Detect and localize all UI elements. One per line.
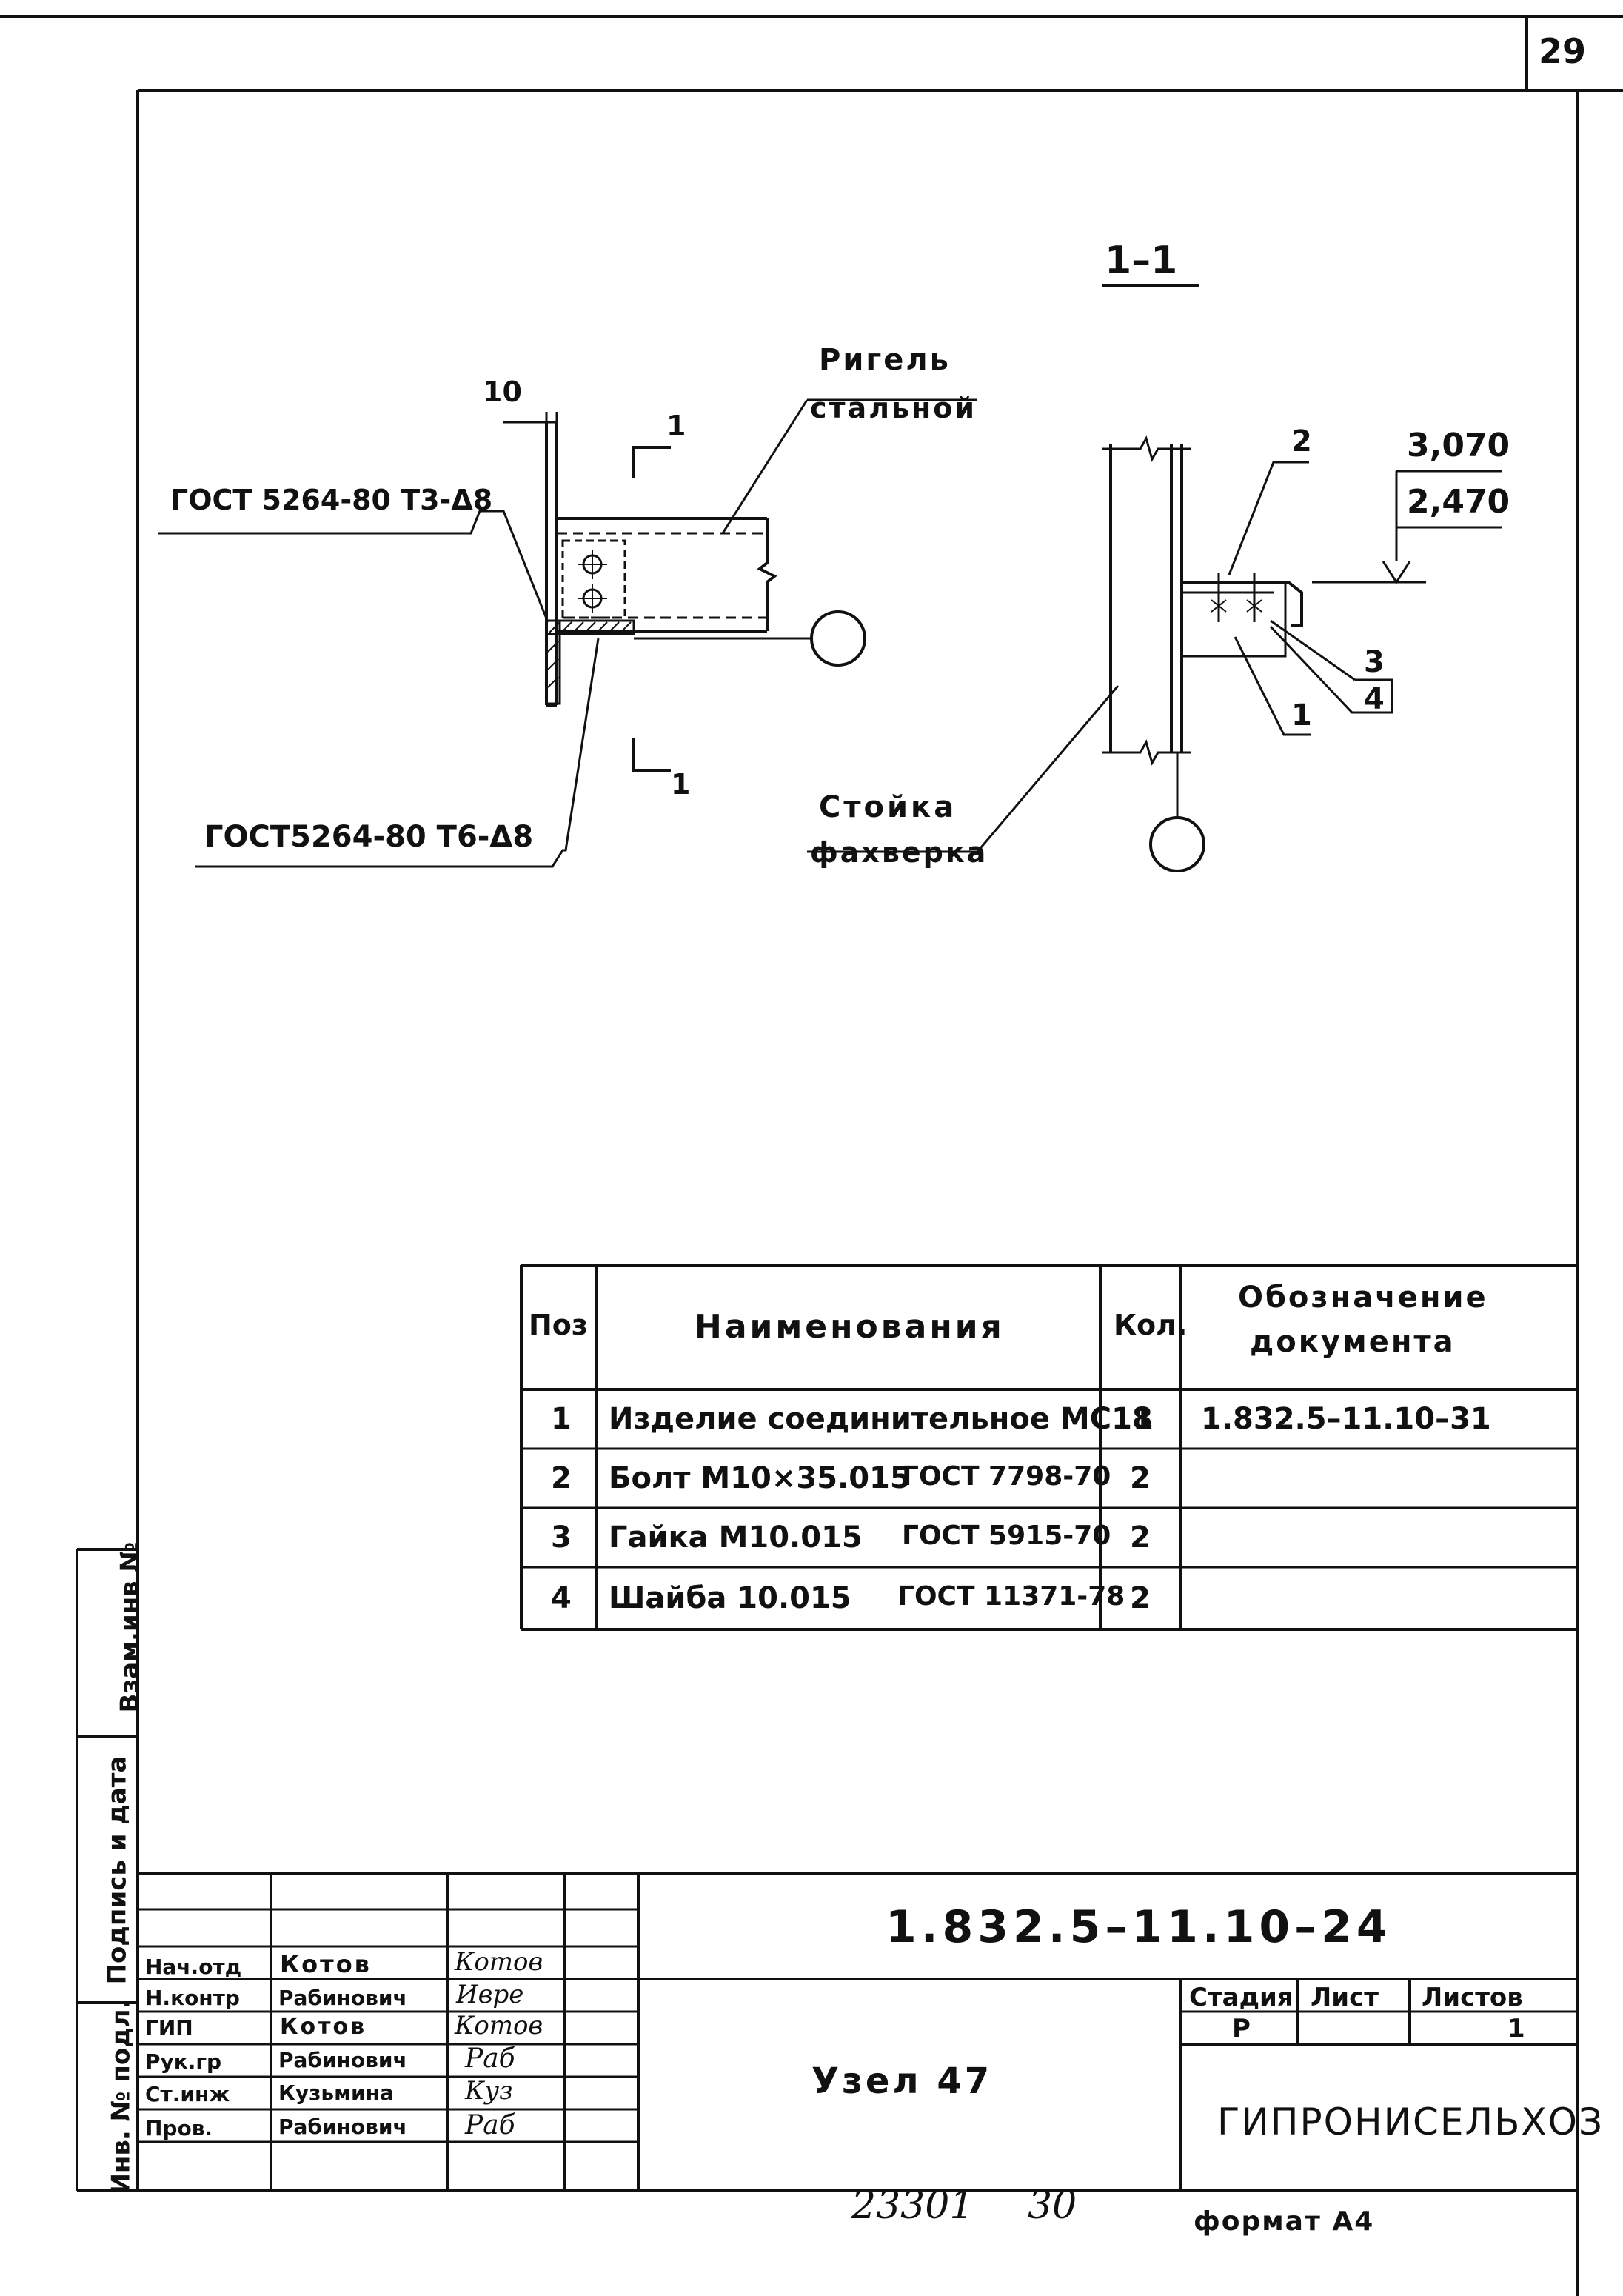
sign-st-inzh: Куз [465, 2076, 513, 2106]
side-stamp-inv: Инв. № подл. [106, 1999, 136, 2195]
spec-row-3-pos: 3 [551, 1521, 572, 1555]
spec-row-4-qty: 2 [1130, 1581, 1151, 1615]
section-mark-bottom: 1 [671, 768, 691, 801]
spec-row-2-qty: 2 [1130, 1461, 1151, 1495]
name-n-kontr: Рабинович [278, 1986, 407, 2010]
name-gip: Котов [280, 2014, 367, 2040]
sheets-header: Листов [1422, 1983, 1523, 2012]
page-number: 29 [1539, 31, 1587, 71]
name-st-inzh: Кузьмина [278, 2080, 394, 2105]
name-nach-otd: Котов [280, 1950, 372, 1978]
spec-row-4-pos: 4 [551, 1581, 572, 1615]
spec-row-3-qty: 2 [1130, 1521, 1151, 1555]
role-n-kontr: Н.контр [145, 1986, 240, 2010]
name-ruk-gr: Рабинович [278, 2048, 407, 2072]
spec-row-1-name: Изделие соединительное МС18 [609, 1402, 1153, 1436]
sign-nach-otd: Котов [455, 1947, 543, 1977]
section-label: 1–1 [1105, 238, 1178, 283]
spec-row-1-qty: 1 [1133, 1402, 1154, 1436]
role-ruk-gr: Рук.гр [145, 2049, 222, 2074]
sign-n-kontr: Ивре [456, 1980, 524, 2009]
stoyka-label-2: фахверка [810, 836, 988, 869]
name-prov: Рабинович [278, 2115, 407, 2139]
spec-row-3-std: ГОСТ 5915-70 [902, 1521, 1111, 1551]
spec-row-1-doc: 1.832.5–11.10–31 [1201, 1402, 1491, 1436]
side-stamp-podpis: Подпись и дата [102, 1755, 133, 1985]
role-st-inzh: Ст.инж [145, 2082, 230, 2106]
elevation-bottom: 2,470 [1407, 483, 1510, 521]
spec-header-qty: Кол. [1114, 1309, 1188, 1341]
sign-prov: Раб [465, 2110, 515, 2140]
section-mark-top: 1 [666, 410, 686, 442]
organization: ГИПРОНИСЕЛЬХОЗ [1217, 2100, 1604, 2143]
pos-4-label: 4 [1364, 682, 1385, 716]
sheet-header: Лист [1311, 1983, 1379, 2012]
stoyka-label-1: Стойка [819, 790, 957, 824]
side-stamp-vzam: Взам.инв № [115, 1541, 145, 1713]
dim-10: 10 [483, 376, 522, 408]
doc-code: 1.832.5–11.10–24 [886, 1901, 1392, 1953]
drawing-title: Узел 47 [812, 2060, 993, 2102]
sign-ruk-gr: Раб [465, 2043, 515, 2074]
spec-header-name: Наименования [695, 1308, 1005, 1346]
pos-2-label: 2 [1291, 424, 1312, 458]
weld-bottom-label: ГОСТ5264-80 Т6-Δ8 [204, 820, 534, 854]
spec-row-2-std: ГОСТ 7798-70 [902, 1461, 1111, 1492]
spec-row-1-pos: 1 [551, 1402, 572, 1436]
rigel-label-2: стальной [810, 392, 977, 424]
format-label: формат А4 [1194, 2206, 1375, 2237]
sheets-value: 1 [1507, 2014, 1525, 2043]
spec-row-4-std: ГОСТ 11371-78 [897, 1581, 1125, 1612]
spec-header-doc-2: документа [1250, 1325, 1456, 1359]
pos-1-label: 1 [1291, 698, 1312, 732]
elevation-top: 3,070 [1407, 427, 1510, 464]
stage-value: Р [1232, 2014, 1251, 2043]
archive-sheet: 30 [1028, 2183, 1077, 2228]
stage-header: Стадия [1189, 1983, 1294, 2012]
role-prov: Пров. [145, 2116, 213, 2140]
role-nach-otd: Нач.отд [145, 1955, 242, 1979]
spec-row-3-name: Гайка М10.015 [609, 1521, 863, 1555]
spec-row-2-pos: 2 [551, 1461, 572, 1495]
pos-3-label: 3 [1364, 645, 1385, 679]
weld-top-label: ГОСТ 5264-80 Т3-Δ8 [170, 484, 493, 516]
archive-number: 23301 [851, 2183, 974, 2228]
sign-gip: Котов [455, 2011, 543, 2040]
spec-row-4-name: Шайба 10.015 [609, 1581, 851, 1615]
spec-row-2-name: Болт М10×35.015 [609, 1461, 911, 1495]
role-gip: ГИП [145, 2015, 193, 2040]
spec-header-doc-1: Обозначение [1238, 1281, 1488, 1315]
rigel-label-1: Ригель [819, 343, 951, 377]
spec-header-pos: Поз [529, 1309, 588, 1341]
